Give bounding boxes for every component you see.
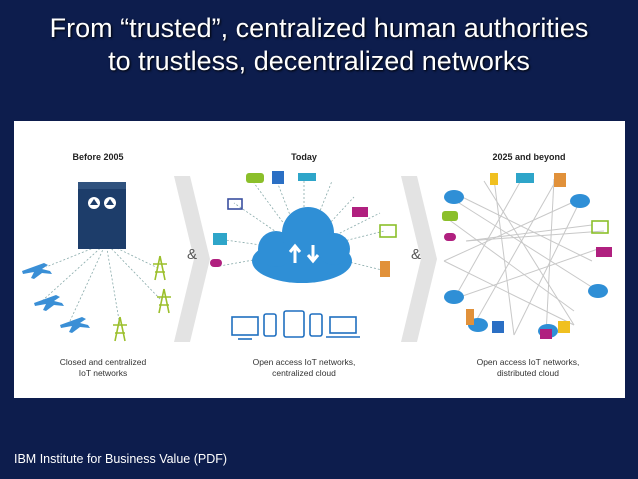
caption-line: centralized cloud bbox=[272, 368, 336, 378]
monitor-icon bbox=[379, 224, 397, 238]
source-footer: IBM Institute for Business Value (PDF) bbox=[14, 452, 228, 466]
title-line-1: From “trusted”, centralized human author… bbox=[49, 13, 589, 43]
ampersand-1: & bbox=[187, 246, 197, 263]
ampersand-2: & bbox=[411, 246, 421, 263]
bulb-icon bbox=[490, 173, 498, 185]
caption-2025-beyond: Open access IoT networks, distributed cl… bbox=[458, 357, 598, 379]
pill-icon bbox=[210, 259, 222, 267]
devices-group bbox=[231, 310, 360, 340]
heading-today: Today bbox=[291, 152, 317, 162]
car-icon-2 bbox=[442, 211, 458, 221]
slide-title: From “trusted”, centralized human author… bbox=[0, 12, 638, 78]
title-line-2: to trustless, decentralized networks bbox=[108, 46, 530, 76]
caption-today: Open access IoT networks, centralized cl… bbox=[234, 357, 374, 379]
caption-line: distributed cloud bbox=[497, 368, 559, 378]
truck-icon bbox=[516, 173, 534, 183]
server-icon bbox=[78, 182, 126, 249]
caption-line: Closed and centralized bbox=[59, 357, 147, 367]
forklift-icon-2 bbox=[596, 247, 612, 257]
car-icon bbox=[246, 173, 264, 183]
left-links bbox=[41, 242, 163, 327]
airplane-icon bbox=[22, 263, 90, 333]
shopping-bag-icon-2 bbox=[492, 321, 504, 333]
pill-icon-2 bbox=[444, 233, 456, 241]
diagram-graphics: & & bbox=[22, 171, 612, 342]
cctv-icon-2 bbox=[540, 329, 552, 339]
tag-icon bbox=[558, 321, 570, 333]
chevron-arrow-1 bbox=[174, 176, 210, 342]
cctv-icon bbox=[298, 173, 316, 181]
power-tower-icon bbox=[113, 255, 171, 342]
fridge-icon bbox=[466, 309, 474, 325]
caption-line: Open access IoT networks, bbox=[252, 357, 356, 367]
heading-before-2005: Before 2005 bbox=[72, 152, 124, 162]
monitor-icon-2 bbox=[591, 220, 609, 234]
jacket-icon-2 bbox=[554, 173, 566, 187]
chevron-arrow-2 bbox=[401, 176, 437, 342]
forklift-icon bbox=[352, 207, 368, 217]
jacket-icon bbox=[380, 261, 390, 277]
iot-evolution-diagram: & & bbox=[14, 121, 625, 398]
cloud-icon bbox=[252, 207, 352, 283]
right-mesh bbox=[443, 174, 605, 336]
caption-line: IoT networks bbox=[78, 368, 128, 378]
shopping-bag-icon bbox=[272, 171, 284, 184]
factory-icon bbox=[213, 233, 227, 245]
caption-line: Open access IoT networks, bbox=[476, 357, 580, 367]
cart-icon bbox=[227, 198, 243, 210]
heading-2025-beyond: 2025 and beyond bbox=[492, 152, 566, 162]
caption-before-2005: Closed and centralized IoT networks bbox=[38, 357, 168, 379]
